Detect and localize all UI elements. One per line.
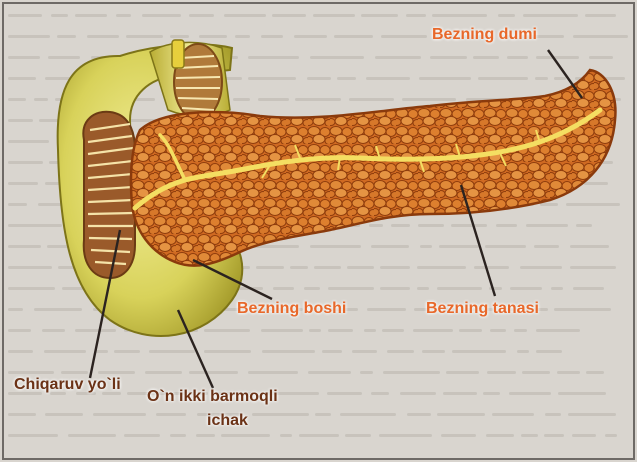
label-duodenum-line1: O`n ikki barmoqli xyxy=(147,388,278,406)
small-vessel xyxy=(172,40,184,68)
label-duodenum-line2: ichak xyxy=(207,412,248,430)
label-body: Bezning tanasi xyxy=(426,300,539,318)
label-head: Bezning boshi xyxy=(237,300,346,318)
label-duct: Chiqaruv yo`li xyxy=(14,376,121,394)
label-tail: Bezning dumi xyxy=(432,26,537,44)
